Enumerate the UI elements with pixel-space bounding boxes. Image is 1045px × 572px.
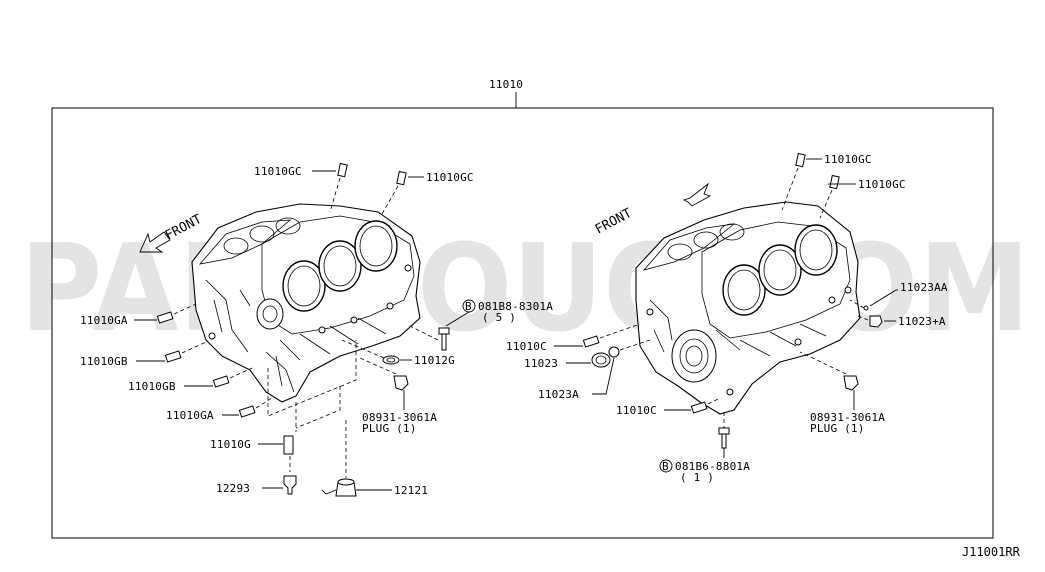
left-label-12121[interactable]: 12121: [394, 484, 428, 497]
watermark-text: PARTSOUQ.COM: [20, 220, 1030, 359]
left-label-gc-b[interactable]: 11010GC: [426, 171, 474, 184]
left-label-12293[interactable]: 12293: [216, 482, 250, 495]
left-label-gb-b[interactable]: 11010GB: [128, 380, 176, 393]
right-bolt-marker-letter: B: [662, 460, 669, 473]
left-label-11012g[interactable]: 11012G: [414, 354, 455, 367]
diagram-ref-label: J11001RR: [962, 545, 1021, 559]
main-part-label[interactable]: 11010: [489, 78, 523, 91]
right-label-bolt-qty: ( 1 ): [680, 471, 714, 484]
right-label-plug: PLUG (1): [810, 422, 865, 435]
left-label-plug-code[interactable]: 08931-3061A: [362, 411, 437, 424]
diagram-frame: [51, 107, 994, 539]
left-label-gb-a[interactable]: 11010GB: [80, 355, 128, 368]
right-label-c-b[interactable]: 11010C: [616, 404, 657, 417]
left-label-bolt-code[interactable]: 081B8-8301A: [478, 300, 553, 313]
left-label-ga-a[interactable]: 11010GA: [80, 314, 128, 327]
left-label-plug: PLUG (1): [362, 422, 417, 435]
left-engine-block: [191, 203, 421, 403]
right-label-gc-b[interactable]: 11010GC: [858, 178, 906, 191]
left-callouts: 11010GC 11010GC 11010GA 11010GB 11010GB …: [80, 162, 553, 497]
left-label-ga-b[interactable]: 11010GA: [166, 409, 214, 422]
right-label-11023a[interactable]: 11023A: [538, 388, 579, 401]
right-label-11023[interactable]: 11023: [524, 357, 558, 370]
right-label-bolt-code[interactable]: 081B6-8801A: [675, 460, 750, 473]
right-label-aa[interactable]: 11023AA: [900, 281, 948, 294]
left-label-bolt-qty: ( 5 ): [482, 311, 516, 324]
left-bolt-marker-letter: B: [465, 300, 472, 313]
right-bolt-circle-marker: [659, 459, 673, 473]
right-engine-block: [635, 201, 861, 415]
right-label-a-plus[interactable]: 11023+A: [898, 315, 946, 328]
left-front-arrow-icon: [139, 231, 171, 253]
right-label-plug-code[interactable]: 08931-3061A: [810, 411, 885, 424]
left-label-g[interactable]: 11010G: [210, 438, 251, 451]
right-front-arrow-icon: [682, 182, 712, 207]
right-label-gc-a[interactable]: 11010GC: [824, 153, 872, 166]
left-label-gc-a[interactable]: 11010GC: [254, 165, 302, 178]
right-label-c-a[interactable]: 11010C: [506, 340, 547, 353]
